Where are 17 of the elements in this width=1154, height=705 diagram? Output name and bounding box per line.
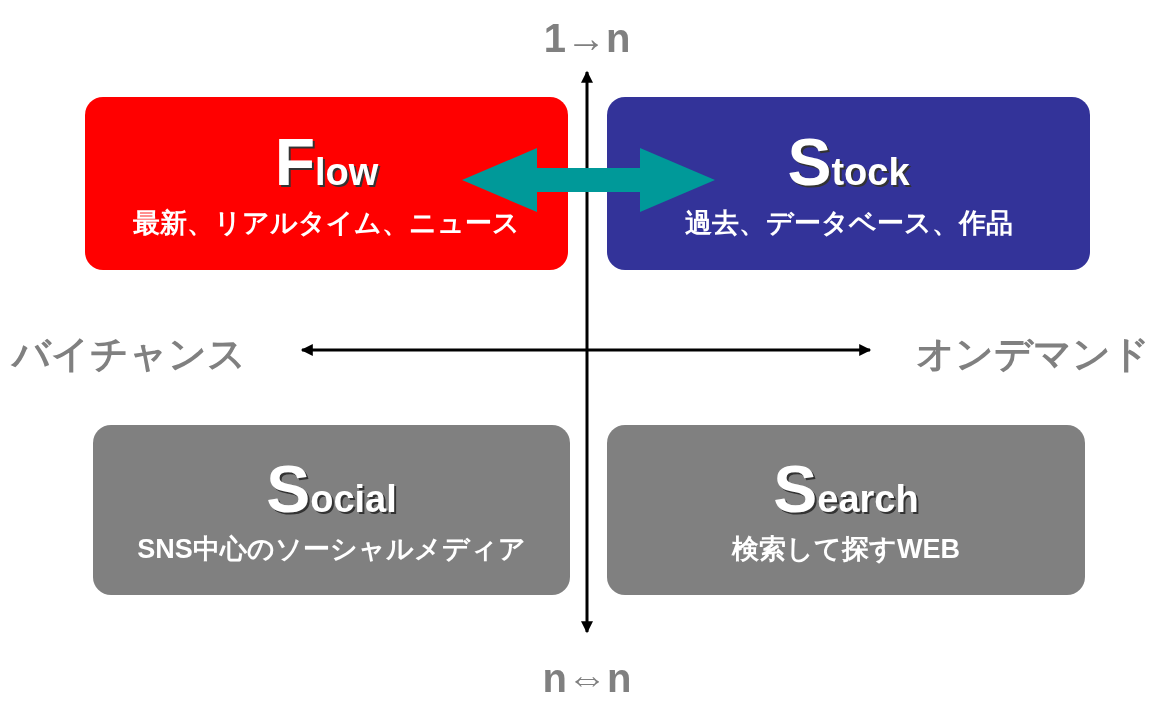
subtitle: 最新、リアルタイム、ニュース [133, 206, 520, 240]
heading: Search [773, 452, 919, 526]
subtitle: 過去、データベース、作品 [684, 206, 1013, 240]
axis-label: n⇔n [542, 656, 632, 701]
heading: Flow [274, 126, 379, 199]
axis-label: 1→n [543, 16, 631, 61]
quadrant-box [607, 425, 1085, 595]
quadrant-box [607, 97, 1090, 270]
quadrant-box [85, 97, 568, 270]
double-arrow [462, 148, 715, 213]
heading: Social [266, 452, 397, 526]
axis-label: オンデマンド [916, 332, 1150, 378]
quadrant-box [93, 425, 570, 595]
axis-label: バイチャンス [12, 332, 246, 378]
heading: Stock [787, 126, 910, 199]
subtitle: SNS中心のソーシャルメディア [137, 533, 526, 567]
subtitle: 検索して探すWEB [732, 533, 960, 567]
